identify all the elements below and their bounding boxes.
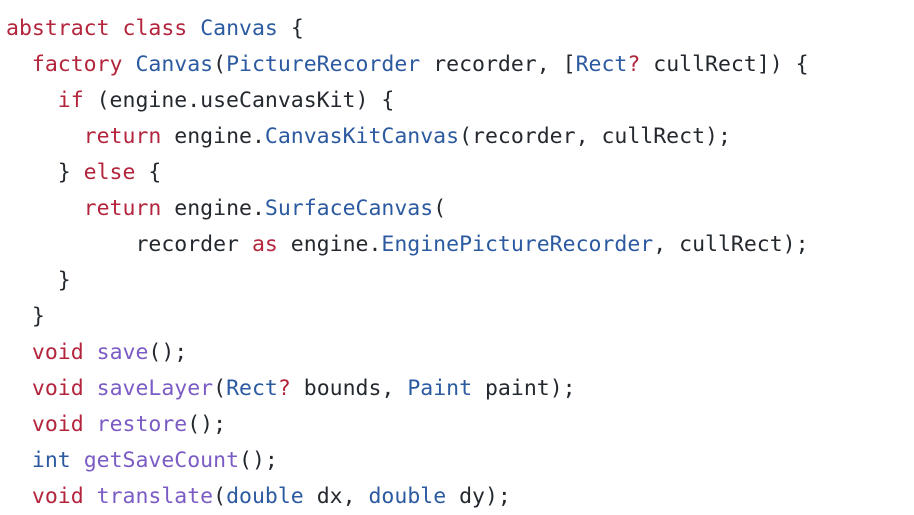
code-keyword: void (31, 412, 84, 437)
code-line: void saveLayer(Rect? bounds, Paint paint… (6, 371, 914, 407)
code-keyword: void (31, 484, 84, 509)
code-keyword: class (122, 16, 188, 41)
code-indent (84, 376, 97, 401)
code-text: recorder, [ (420, 52, 576, 77)
code-indent (6, 160, 58, 185)
code-keyword: if (57, 88, 84, 113)
code-type: Canvas (200, 16, 278, 41)
code-line: factory Canvas(PictureRecorder recorder,… (6, 47, 914, 83)
code-indent (6, 88, 58, 113)
code-text: (); (187, 412, 227, 437)
code-line: } (6, 263, 914, 299)
code-text: } (57, 268, 71, 293)
code-indent (6, 196, 84, 221)
code-text: bounds, (290, 376, 408, 401)
code-text: ( (213, 52, 227, 77)
code-type: int (31, 448, 71, 473)
code-type: Canvas (135, 52, 214, 77)
code-indent (110, 16, 123, 41)
code-indent (123, 52, 136, 77)
code-keyword: return (83, 124, 162, 149)
code-type: EnginePictureRecorder (381, 232, 654, 257)
code-text: engine. (161, 196, 265, 221)
code-type: Rect (226, 376, 278, 401)
code-function: getSaveCount (83, 448, 240, 473)
code-text: ( (433, 196, 447, 221)
code-line: return engine.SurfaceCanvas( (6, 191, 914, 227)
code-line: recorder as engine.EnginePictureRecorder… (6, 227, 914, 263)
code-indent (6, 52, 32, 77)
code-keyword: ? (627, 52, 641, 77)
code-type: SurfaceCanvas (264, 196, 434, 221)
code-type: PictureRecorder (226, 52, 421, 77)
code-type: CanvasKitCanvas (264, 124, 460, 149)
code-indent (6, 484, 32, 509)
code-line: void translate(double dx, double dy); (6, 479, 914, 515)
code-indent (6, 268, 58, 293)
code-text: , cullRect); (653, 232, 809, 257)
code-text: (); (148, 340, 188, 365)
code-indent (187, 16, 200, 41)
code-indent (6, 376, 32, 401)
code-text: ( (213, 376, 227, 401)
code-keyword: ? (277, 376, 291, 401)
code-text: engine. (277, 232, 382, 257)
code-function: save (96, 340, 149, 365)
code-keyword: as (251, 232, 278, 257)
code-type: Paint (407, 376, 473, 401)
code-indent (84, 484, 97, 509)
code-indent (71, 448, 84, 473)
code-text: dy); (446, 484, 511, 509)
code-indent (6, 232, 135, 257)
code-indent (6, 304, 32, 329)
code-keyword: void (31, 376, 84, 401)
code-line: void restore(); (6, 407, 914, 443)
code-type: Rect (575, 52, 628, 77)
code-line: return engine.CanvasKitCanvas(recorder, … (6, 119, 914, 155)
code-type: double (368, 484, 447, 509)
code-text: { (277, 16, 304, 41)
code-indent (6, 412, 32, 437)
code-keyword: factory (31, 52, 123, 77)
code-line: abstract class Canvas { (6, 11, 914, 47)
code-text: ( (213, 484, 227, 509)
code-text: (); (239, 448, 278, 473)
code-text: cullRect]) { (640, 52, 809, 77)
code-type: double (226, 484, 304, 509)
code-text: } (31, 304, 45, 329)
code-line: void save(); (6, 335, 914, 371)
code-line: if (engine.useCanvasKit) { (6, 83, 914, 119)
code-text: recorder (135, 232, 252, 257)
code-indent (6, 448, 32, 473)
code-line: } else { (6, 155, 914, 191)
code-indent (6, 340, 32, 365)
code-text: } (57, 160, 84, 185)
code-keyword: abstract (6, 16, 110, 41)
code-text: (engine.useCanvasKit) { (83, 88, 395, 113)
code-text: (recorder, cullRect); (459, 124, 731, 149)
code-text: dx, (303, 484, 369, 509)
code-keyword: return (83, 196, 162, 221)
code-line: int getSaveCount(); (6, 443, 914, 479)
code-keyword: void (31, 340, 84, 365)
code-indent (6, 124, 84, 149)
code-indent (84, 340, 97, 365)
code-keyword: else (83, 160, 136, 185)
code-function: translate (96, 484, 214, 509)
code-line: } (6, 299, 914, 335)
code-lines: abstract class Canvas { factory Canvas(P… (6, 11, 914, 515)
code-text: { (135, 160, 162, 185)
code-function: saveLayer (96, 376, 214, 401)
code-function: restore (96, 412, 188, 437)
code-indent (84, 412, 97, 437)
code-text: engine. (161, 124, 265, 149)
code-text: paint); (472, 376, 576, 401)
